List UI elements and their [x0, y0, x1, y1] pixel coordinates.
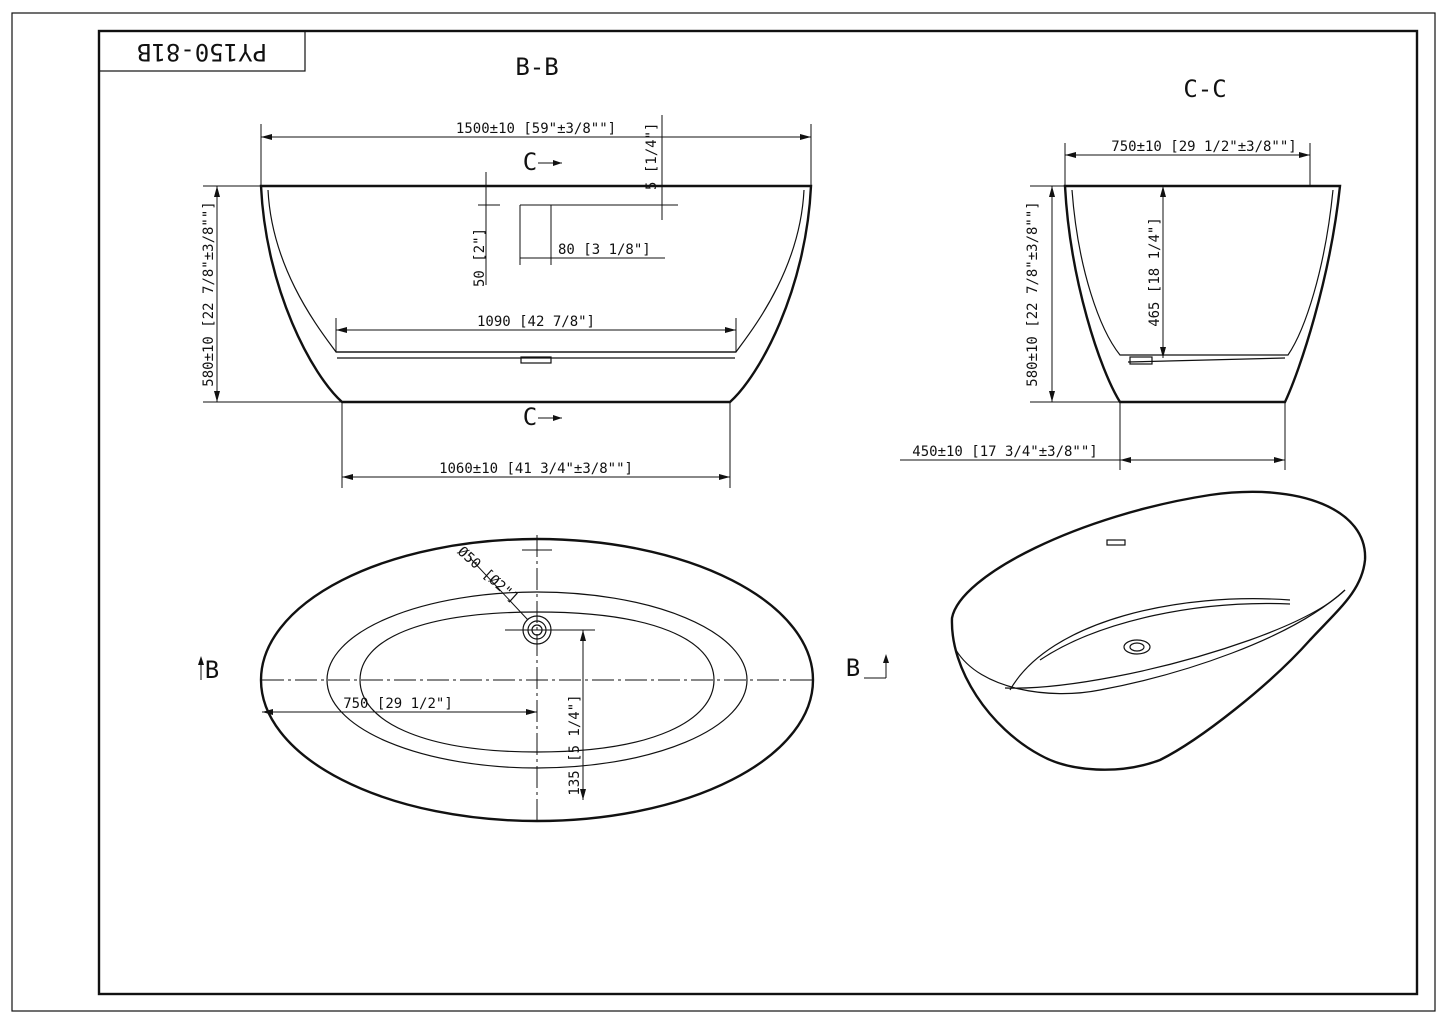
- drain-icon: [522, 615, 552, 645]
- bb-overall-length: 1500±10 [59"±3/8""]: [456, 121, 616, 137]
- section-cc-label: C-C: [1183, 75, 1226, 103]
- plan-marker-left: B: [205, 656, 219, 684]
- bb-overflow-height: 50 [2"]: [472, 228, 488, 287]
- bathtub-3d-icon: [950, 490, 1367, 771]
- outer-border: [11, 12, 1436, 1012]
- plan-marker-right: B: [846, 654, 860, 682]
- cc-overall-width: 750±10 [29 1/2"±3/8""]: [1111, 139, 1296, 155]
- bb-inner-floor-length: 1090 [42 7/8"]: [477, 314, 595, 330]
- bb-rim-dim: 5 [1/4"]: [644, 123, 660, 190]
- bb-marker-bottom: C: [523, 403, 537, 431]
- plan-drain-offset: 135 [5 1/4"]: [567, 694, 583, 795]
- section-bb-view: B-B 1500±10 [59"±3/8""] C C 5 [1/4"] 50 …: [201, 53, 813, 488]
- bb-overflow-width: 80 [3 1/8"]: [558, 242, 651, 258]
- plan-half-length: 750 [29 1/2"]: [343, 696, 453, 712]
- cc-inner-depth: 465 [18 1/4"]: [1147, 217, 1163, 327]
- bb-base-length: 1060±10 [41 3/4"±3/8""]: [439, 461, 633, 477]
- section-cc-view: C-C 750±10 [29 1/2"±3/8""] 465 [18 1/4"]…: [900, 75, 1342, 470]
- title-block: PY150-81B: [98, 30, 306, 72]
- bb-height: 580±10 [22 7/8"±3/8""]: [201, 201, 217, 386]
- plan-view: Ø50 [Ø2"] 750 [29 1/2"] 135 [5 1/4"] B B: [198, 535, 889, 825]
- inner-border: [97, 29, 1419, 996]
- model-code: PY150-81B: [137, 38, 267, 66]
- section-bb-label: B-B: [515, 53, 558, 81]
- cc-height: 580±10 [22 7/8"±3/8""]: [1025, 201, 1041, 386]
- bb-marker-top: C: [523, 148, 537, 176]
- cc-base-width: 450±10 [17 3/4"±3/8""]: [912, 444, 1097, 460]
